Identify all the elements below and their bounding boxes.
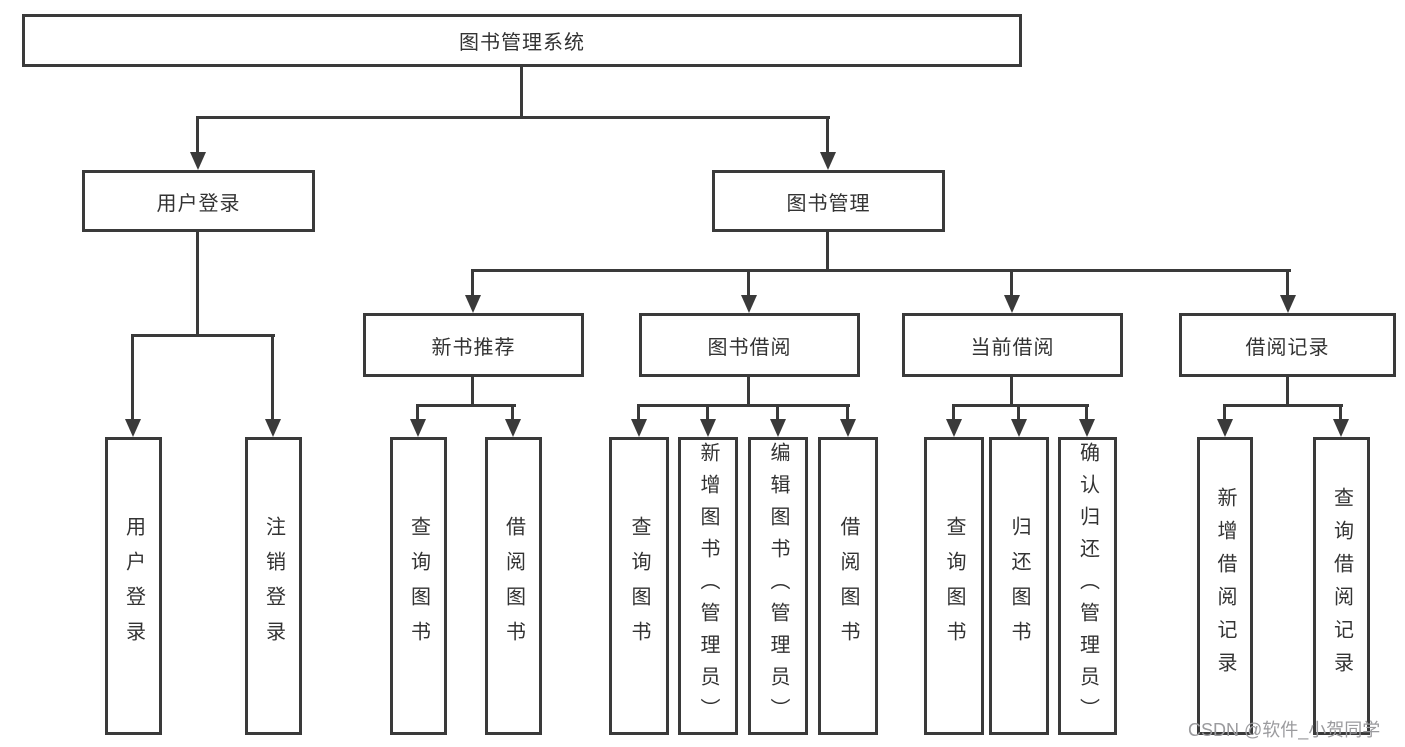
node-new-book-recommend: 新书推荐 xyxy=(363,313,584,377)
leaf-borrow-books-recommend-label: 借阅图书 xyxy=(502,516,525,656)
leaf-user-login: 用户登录 xyxy=(105,437,162,735)
arrow-g3-leaf3-icon xyxy=(770,419,786,437)
connector-g4-drop xyxy=(1010,377,1013,407)
leaf-borrow-books: 借阅图书 xyxy=(818,437,878,735)
arrow-g4-leaf2-icon xyxy=(1011,419,1027,437)
connector-g3-leaf2-shaft xyxy=(706,404,709,421)
leaf-add-borrow-record: 新增借阅记录 xyxy=(1197,437,1253,735)
connector-g2-hbar xyxy=(417,404,516,407)
leaf-query-borrow-record: 查询借阅记录 xyxy=(1313,437,1370,735)
connector-g2-leaf2-shaft xyxy=(511,404,514,421)
node-book-borrow-label: 图书借阅 xyxy=(707,336,792,359)
leaf-query-books-recommend: 查询图书 xyxy=(390,437,447,735)
connector-book-borrow-shaft xyxy=(747,269,750,297)
arrow-book-mgmt-icon xyxy=(820,152,836,170)
arrow-g4-leaf3-icon xyxy=(1079,419,1095,437)
connector-g4-leaf2-shaft xyxy=(1017,404,1020,421)
arrow-leaf-logout-icon xyxy=(265,419,281,437)
leaf-query-books-current-label: 查询图书 xyxy=(943,516,965,656)
arrow-g3-leaf2-icon xyxy=(700,419,716,437)
node-user-login: 用户登录 xyxy=(82,170,315,232)
leaf-query-books-recommend-label: 查询图书 xyxy=(407,516,430,656)
leaf-borrow-books-recommend: 借阅图书 xyxy=(485,437,542,735)
arrow-user-login-icon xyxy=(190,152,206,170)
arrow-g3-leaf4-icon xyxy=(840,419,856,437)
connector-g3-leaf1-shaft xyxy=(637,404,640,421)
arrow-g5-leaf1-icon xyxy=(1217,419,1233,437)
arrow-current-borrow-icon xyxy=(1004,295,1020,313)
arrow-g4-leaf1-icon xyxy=(946,419,962,437)
leaf-user-login-label: 用户登录 xyxy=(122,516,145,656)
connector-g4-hbar xyxy=(953,404,1089,407)
leaf-add-book-admin: 新增图书（管理员） xyxy=(678,437,738,735)
node-book-management-label: 图书管理 xyxy=(786,192,871,215)
connector-g2-drop xyxy=(471,377,474,407)
node-library-system-label: 图书管理系统 xyxy=(459,32,585,54)
leaf-query-borrow-record-label: 查询借阅记录 xyxy=(1330,487,1353,685)
connector-g3-hbar xyxy=(638,404,850,407)
leaf-return-book-label: 归还图书 xyxy=(1008,516,1030,656)
connector-user-login-shaft xyxy=(196,116,199,154)
leaf-add-book-admin-label: 新增图书（管理员） xyxy=(697,442,719,730)
leaf-edit-book-admin-label: 编辑图书（管理员） xyxy=(767,442,789,730)
connector-g3-leaf3-shaft xyxy=(776,404,779,421)
connector-book-mgmt-drop xyxy=(826,232,829,272)
connector-leaf-logout-shaft xyxy=(271,334,274,419)
node-current-borrow-label: 当前借阅 xyxy=(970,336,1055,359)
leaf-borrow-books-label: 借阅图书 xyxy=(837,516,859,656)
connector-new-book-shaft xyxy=(471,269,474,297)
leaf-query-books-borrow-label: 查询图书 xyxy=(628,516,650,656)
node-new-book-recommend-label: 新书推荐 xyxy=(431,336,516,359)
connector-g5-leaf2-shaft xyxy=(1339,404,1342,421)
arrow-leaf-login-icon xyxy=(125,419,141,437)
connector-g4-leaf3-shaft xyxy=(1085,404,1088,421)
node-borrow-records-label: 借阅记录 xyxy=(1245,336,1330,359)
leaf-add-borrow-record-label: 新增借阅记录 xyxy=(1214,487,1236,685)
arrow-g3-leaf1-icon xyxy=(631,419,647,437)
connector-book-mgmt-shaft xyxy=(826,116,829,154)
connector-user-login-hbar xyxy=(132,334,275,337)
connector-leaf-login-shaft xyxy=(131,334,134,419)
leaf-edit-book-admin: 编辑图书（管理员） xyxy=(748,437,808,735)
connector-g3-drop xyxy=(747,377,750,407)
connector-g5-drop xyxy=(1286,377,1289,407)
leaf-return-book: 归还图书 xyxy=(989,437,1049,735)
arrow-borrow-records-icon xyxy=(1280,295,1296,313)
connector-borrow-records-shaft xyxy=(1286,269,1289,297)
connector-g4-leaf1-shaft xyxy=(952,404,955,421)
connector-current-borrow-shaft xyxy=(1010,269,1013,297)
node-borrow-records: 借阅记录 xyxy=(1179,313,1396,377)
leaf-confirm-return-admin-label: 确认归还（管理员） xyxy=(1076,442,1099,730)
connector-g3-leaf4-shaft xyxy=(846,404,849,421)
leaf-query-books-current: 查询图书 xyxy=(924,437,984,735)
leaf-logout-label: 注销登录 xyxy=(262,516,285,656)
node-library-system: 图书管理系统 xyxy=(22,14,1022,67)
connector-g2-leaf1-shaft xyxy=(416,404,419,421)
arrow-g2-leaf2-icon xyxy=(505,419,521,437)
node-current-borrow: 当前借阅 xyxy=(902,313,1123,377)
arrow-book-borrow-icon xyxy=(741,295,757,313)
leaf-confirm-return-admin: 确认归还（管理员） xyxy=(1058,437,1117,735)
node-book-borrow: 图书借阅 xyxy=(639,313,860,377)
csdn-watermark: CSDN @软件_小贺同学 xyxy=(1188,720,1381,740)
node-book-management: 图书管理 xyxy=(712,170,945,232)
arrow-new-book-icon xyxy=(465,295,481,313)
node-user-login-label: 用户登录 xyxy=(156,192,241,215)
arrow-g5-leaf2-icon xyxy=(1333,419,1349,437)
connector-g5-hbar xyxy=(1224,404,1343,407)
connector-root-drop xyxy=(520,67,523,118)
arrow-g2-leaf1-icon xyxy=(410,419,426,437)
connector-g5-leaf1-shaft xyxy=(1223,404,1226,421)
connector-book-mgmt-hbar xyxy=(472,269,1291,272)
connector-root-hbar xyxy=(197,116,830,119)
leaf-logout: 注销登录 xyxy=(245,437,302,735)
connector-user-login-drop xyxy=(196,232,199,337)
leaf-query-books-borrow: 查询图书 xyxy=(609,437,669,735)
